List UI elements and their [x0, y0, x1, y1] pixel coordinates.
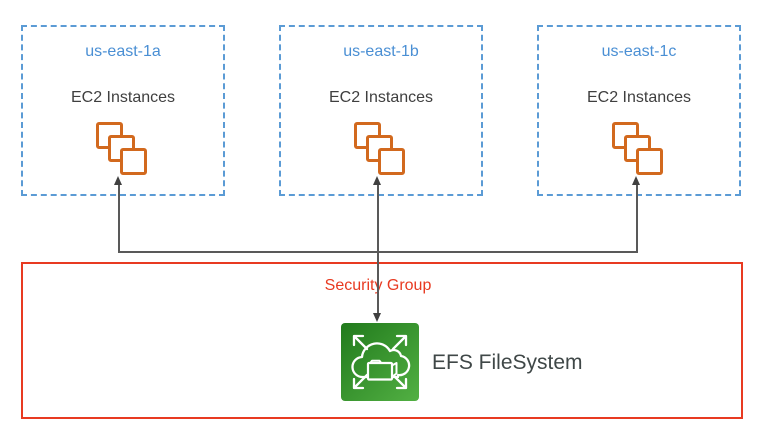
ec2-instances-icon — [354, 122, 407, 175]
zone-title: us-east-1c — [601, 43, 677, 60]
ec2-instances-icon — [612, 122, 665, 175]
connector-line — [636, 184, 638, 252]
arrowhead-up-icon — [114, 176, 122, 185]
arrowhead-down-icon — [373, 313, 381, 322]
efs-filesystem-label: EFS FileSystem — [432, 351, 583, 374]
stacked-square-icon — [636, 148, 663, 175]
connector-line — [377, 184, 379, 314]
arrowhead-up-icon — [373, 176, 381, 185]
availability-zone-us-east-1c: us-east-1c EC2 Instances — [537, 25, 741, 196]
efs-filesystem-icon — [341, 323, 419, 401]
availability-zone-us-east-1a: us-east-1a EC2 Instances — [21, 25, 225, 196]
ec2-instances-label: EC2 Instances — [70, 89, 176, 106]
ec2-instances-label: EC2 Instances — [328, 89, 434, 106]
stacked-square-icon — [120, 148, 147, 175]
zone-title: us-east-1a — [85, 43, 161, 60]
ec2-instances-label: EC2 Instances — [586, 89, 692, 106]
connector-line — [118, 184, 120, 252]
stacked-square-icon — [378, 148, 405, 175]
arrowhead-up-icon — [632, 176, 640, 185]
availability-zone-us-east-1b: us-east-1b EC2 Instances — [279, 25, 483, 196]
ec2-instances-icon — [96, 122, 149, 175]
zone-title: us-east-1b — [343, 43, 419, 60]
